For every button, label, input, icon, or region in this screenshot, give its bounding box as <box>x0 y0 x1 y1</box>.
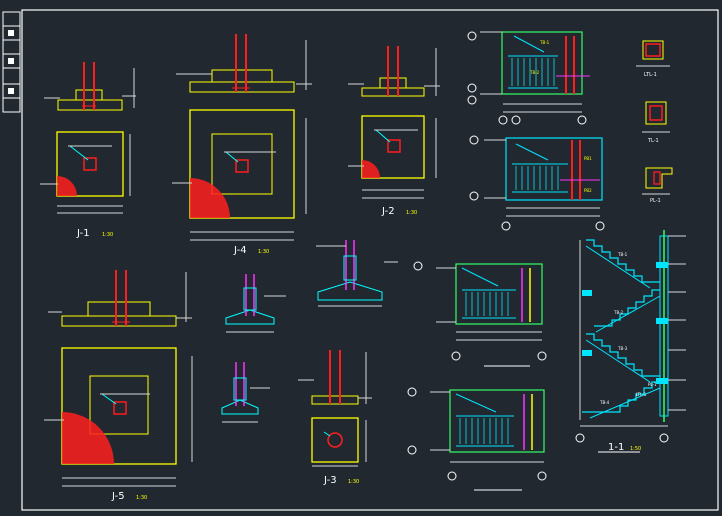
section-label-tb4: TB-4 <box>599 400 610 405</box>
plan-upper-label-tb1: TB-1 <box>539 40 550 45</box>
footing-j1: J-1 1:30 <box>40 62 136 239</box>
j5-title: J-5 <box>111 491 125 502</box>
stair-section-1-1: TB-1 TB-2 TB-3 TB-4 PL-1 LTL-1 1-1 1:50 <box>575 230 686 453</box>
j4-title: J-4 <box>233 245 247 256</box>
section-label-pl1: PL-1 <box>648 382 657 387</box>
footing-j2: J-2 1:30 <box>348 46 440 217</box>
detail-label-tl1: TL-1 <box>647 138 659 144</box>
drawing-frame <box>21 9 719 511</box>
footing-j3: J-3 1:30 <box>298 350 372 486</box>
footing-j4: J-4 1:30 <box>172 34 312 256</box>
section-label-tb3: TB-3 <box>617 346 628 351</box>
stair-plan-lower-2 <box>407 387 547 491</box>
stair-plan-lower-1 <box>413 261 547 367</box>
j1-scale: 1:30 <box>102 232 113 238</box>
footing-j5: J-5 1:30 <box>44 270 193 502</box>
beam-details: LTL-1 TL-1 PL-1 <box>636 40 673 204</box>
j4-scale: 1:30 <box>258 249 269 255</box>
stair-plan-upper: TB-1 TB-2 <box>467 31 590 125</box>
section-label-tb1: TB-1 <box>617 252 628 257</box>
section-label-ltl1: LTL-1 <box>636 392 647 397</box>
section-title: 1-1 <box>608 442 624 453</box>
j2-scale: 1:30 <box>406 210 417 216</box>
plan-middle-label-pb1: PB1 <box>584 156 592 161</box>
plan-middle-label-pb2: PB2 <box>584 188 592 193</box>
j2-title: J-2 <box>381 206 395 217</box>
section-label-tb2: TB-2 <box>613 310 624 315</box>
j5-scale: 1:30 <box>136 495 147 501</box>
section-scale: 1:50 <box>630 446 641 452</box>
column-base-sections <box>221 240 398 423</box>
stair-plan-middle: PB1 PB2 <box>469 135 605 231</box>
j3-title: J-3 <box>323 475 337 486</box>
j3-scale: 1:30 <box>348 479 359 485</box>
plan-upper-label-tb2: TB-2 <box>529 70 540 75</box>
title-block <box>2 11 21 113</box>
detail-label-pl1: PL-1 <box>650 198 661 204</box>
detail-label-ltl1: LTL-1 <box>644 72 657 78</box>
j1-title: J-1 <box>76 228 90 239</box>
